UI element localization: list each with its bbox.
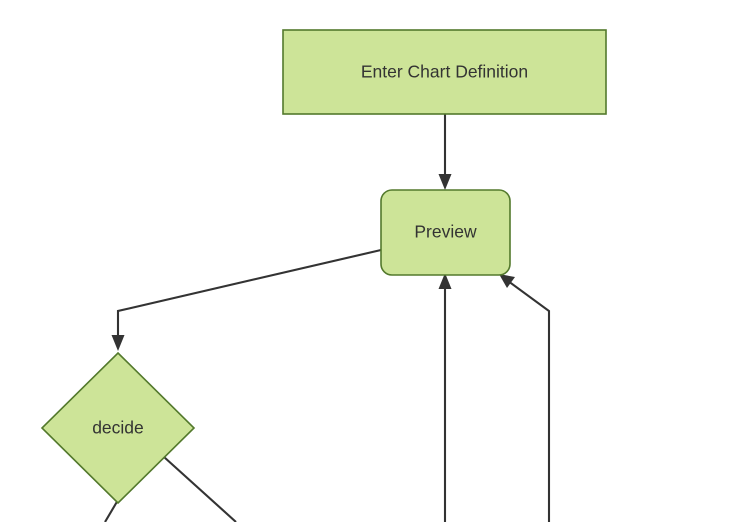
edge-decide-bottom-left: [104, 499, 119, 522]
edge-preview-to-decide-line: [116, 248, 382, 340]
edge-enter-to-preview: [438, 114, 452, 190]
edge-bottom-right-to-preview-arrowhead: [499, 274, 515, 288]
node-preview-label: Preview: [414, 222, 477, 242]
node-preview[interactable]: Preview: [380, 189, 511, 276]
edge-enter-to-preview-arrowhead: [438, 174, 452, 190]
edge-preview-to-decide-arrowhead: [111, 335, 125, 351]
edge-decide-bottom-right: [163, 456, 237, 522]
node-decide-shape[interactable]: [40, 351, 196, 505]
node-enter-chart-definition-label: Enter Chart Definition: [361, 62, 528, 82]
edge-decide-bottom-left-line: [104, 499, 119, 522]
edge-bottom-right-to-preview-line: [507, 280, 551, 522]
edge-preview-to-decide: [111, 248, 382, 351]
node-preview-shape[interactable]: [380, 189, 511, 276]
edge-bottom-left-to-preview: [438, 273, 452, 522]
node-enter-chart-definition[interactable]: Enter Chart Definition: [282, 29, 607, 115]
edge-bottom-left-to-preview-arrowhead: [438, 273, 452, 289]
node-decide[interactable]: decide: [40, 351, 196, 505]
edge-decide-bottom-right-line: [163, 456, 237, 522]
node-enter-chart-definition-shape[interactable]: [282, 29, 607, 115]
edge-bottom-right-to-preview: [499, 274, 551, 522]
node-decide-label: decide: [92, 418, 144, 438]
